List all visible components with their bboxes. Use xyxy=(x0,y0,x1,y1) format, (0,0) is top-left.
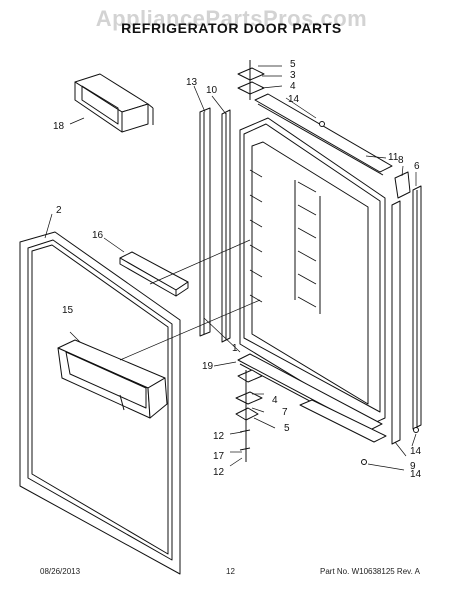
callout-14: 14 xyxy=(410,469,422,480)
callout-5: 5 xyxy=(284,423,290,434)
callout-18: 18 xyxy=(53,121,65,132)
callout-4: 4 xyxy=(272,395,278,406)
callout-4: 4 xyxy=(290,81,296,92)
footer-page-number: 12 xyxy=(226,567,235,576)
callout-1: 1 xyxy=(232,343,238,354)
callout-5: 5 xyxy=(290,59,296,70)
callout-3: 3 xyxy=(290,70,296,81)
leader-lines xyxy=(44,65,417,471)
callout-14: 14 xyxy=(410,446,422,457)
callout-15: 15 xyxy=(62,305,74,316)
page-title: REFRIGERATOR DOOR PARTS xyxy=(121,20,342,36)
callout-19: 19 xyxy=(202,361,214,372)
callout-14: 14 xyxy=(288,94,300,105)
footer-date: 08/26/2013 xyxy=(40,567,81,576)
part-16-small-shelf xyxy=(119,251,189,297)
part-6-side-strip xyxy=(391,185,422,445)
callout-12: 12 xyxy=(213,467,225,478)
part-10-strip xyxy=(221,109,231,343)
screw-icon xyxy=(319,121,419,465)
part-18-upper-bin xyxy=(74,73,154,133)
footer-part-number: Part No. W10638125 Rev. A xyxy=(320,567,420,576)
callout-12: 12 xyxy=(213,431,225,442)
part-15-door-bin xyxy=(57,339,168,419)
callout-17: 17 xyxy=(213,451,225,462)
callout-9: 9 xyxy=(410,461,416,472)
part-9-bottom-trim xyxy=(299,399,387,443)
callout-8: 8 xyxy=(398,155,404,166)
callout-11: 11 xyxy=(388,152,399,163)
part-8-hinge xyxy=(394,171,411,199)
part-1-door-liner xyxy=(239,117,386,425)
callout-10: 10 xyxy=(206,85,218,96)
part-13-strip xyxy=(199,107,211,337)
callout-6: 6 xyxy=(414,161,420,172)
watermark: AppliancePartsPros.com xyxy=(95,6,368,31)
part-7-bottom-hinge xyxy=(235,369,263,462)
callout-16: 16 xyxy=(92,230,104,241)
callout-2: 2 xyxy=(56,205,62,216)
part-2-door-gasket xyxy=(19,231,181,575)
part-11-top-cap xyxy=(254,93,393,176)
callout-13: 13 xyxy=(186,77,198,88)
callout-7: 7 xyxy=(282,407,288,418)
